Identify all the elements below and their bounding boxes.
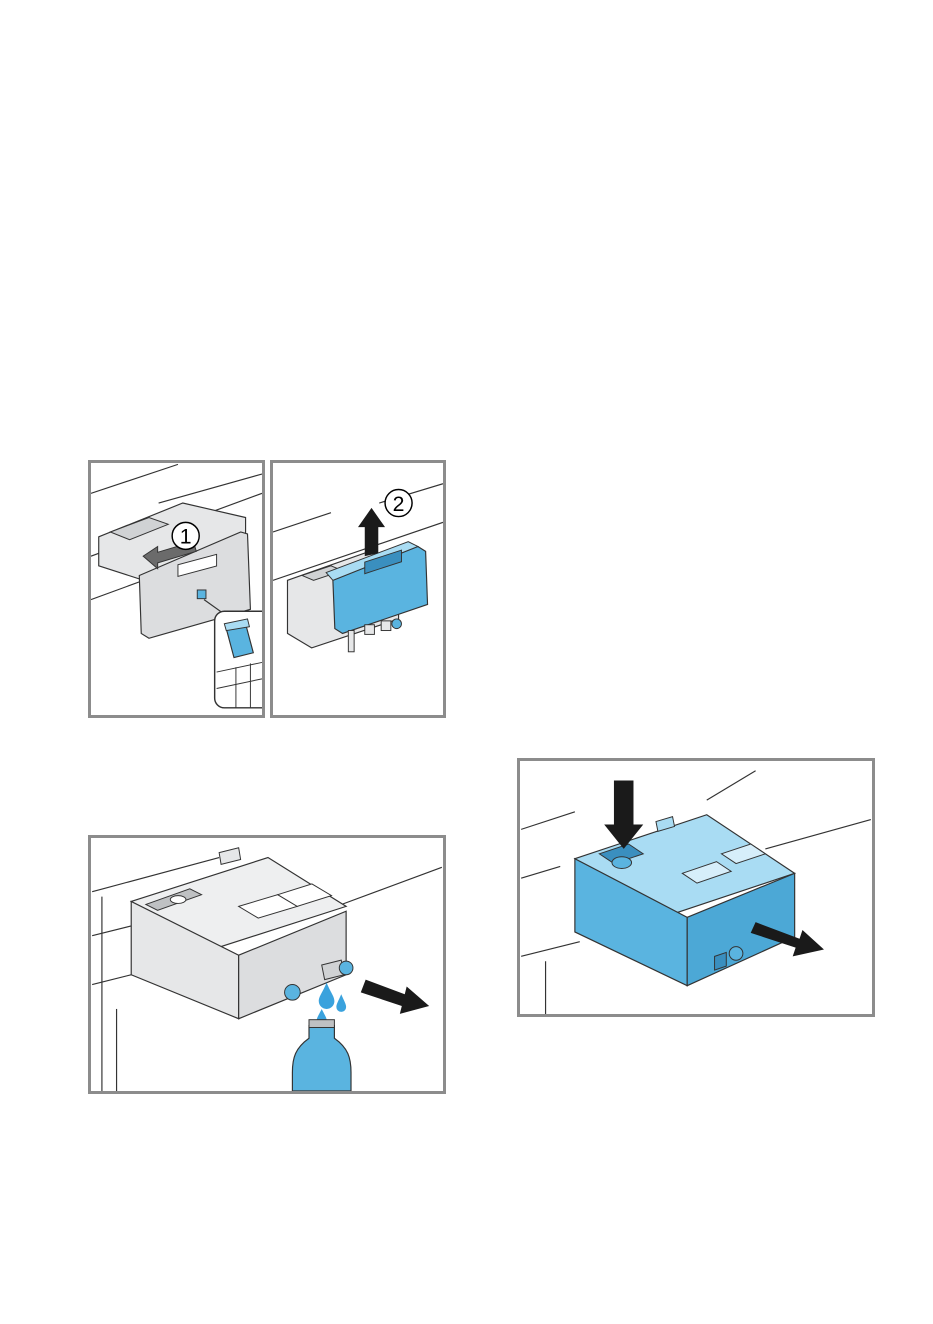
figure-pull-drawer: 1 [88,460,265,718]
drain-valve-right [339,961,353,975]
figure-lift-insert: 2 [270,460,446,718]
illustration-pull-drawer: 1 [91,463,262,715]
illustration-remove-insert [520,761,872,1014]
release-tab-icon [197,590,206,599]
pull-arrow-icon [361,980,429,1014]
illustration-lift-insert: 2 [273,463,443,715]
step-label-2: 2 [393,492,405,516]
drain-valve-left [285,985,301,1001]
figure-remove-insert [517,758,875,1017]
water-drop-icon [317,983,346,1025]
bottle-icon [292,1026,351,1091]
lift-arrow-icon [358,508,385,556]
figure-drain-into-bottle [88,835,446,1094]
step-label-1: 1 [180,525,192,549]
illustration-drain [91,838,443,1091]
